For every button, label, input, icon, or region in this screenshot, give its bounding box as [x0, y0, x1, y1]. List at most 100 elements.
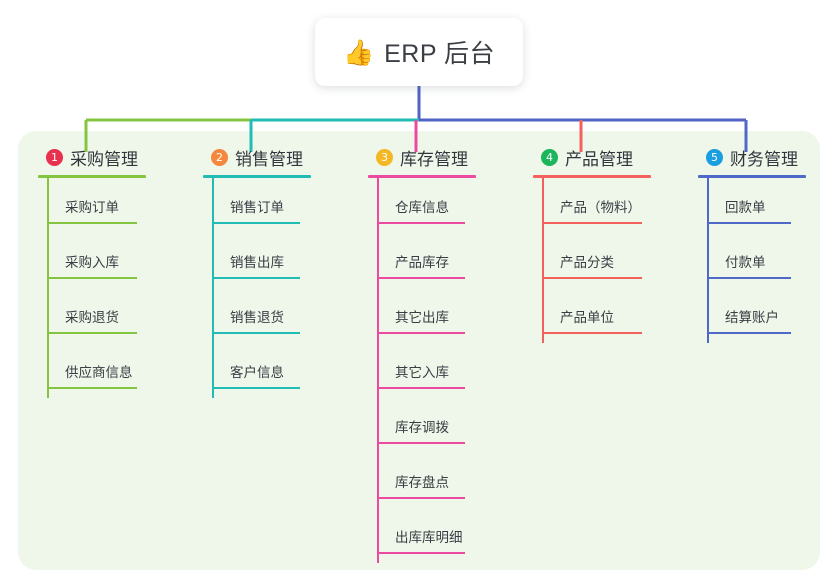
branch-item-label: 仓库信息 — [395, 200, 449, 215]
branch-item[interactable]: 销售退货 — [212, 288, 315, 343]
branch-header-2[interactable]: 2 销售管理 — [203, 144, 315, 170]
branch-item-label: 产品库存 — [395, 255, 449, 270]
branch-spine-line — [47, 178, 49, 398]
branch-item[interactable]: 其它出库 — [377, 288, 480, 343]
branch-item-underline — [379, 332, 465, 334]
branch-item[interactable]: 仓库信息 — [377, 178, 480, 233]
branch-header-5[interactable]: 5 财务管理 — [698, 144, 808, 170]
branch-item-label: 销售订单 — [230, 200, 284, 215]
branch-spine-line — [377, 178, 379, 563]
branch-item-label: 供应商信息 — [65, 365, 133, 380]
branch-item-underline — [214, 222, 300, 224]
branch-item-list: 仓库信息产品库存其它出库其它入库库存调拨库存盘点出库库明细 — [368, 178, 480, 563]
branch-number-badge: 2 — [211, 148, 228, 166]
branch-item-underline — [49, 332, 137, 334]
branch-item-label: 产品单位 — [560, 310, 614, 325]
branch-spine-line — [212, 178, 214, 398]
branch-item-underline — [379, 442, 465, 444]
branch-underline — [533, 175, 651, 178]
root-node[interactable]: 👍 ERP 后台 — [315, 18, 523, 86]
branch-number-badge: 4 — [541, 148, 558, 166]
branch-item[interactable]: 采购订单 — [47, 178, 150, 233]
branch-item-underline — [49, 222, 137, 224]
branch-item-label: 库存调拨 — [395, 420, 449, 435]
branch-header-3[interactable]: 3 库存管理 — [368, 144, 480, 170]
branch-title: 财务管理 — [730, 149, 798, 169]
branch-column-5: 5 财务管理回款单付款单结算账户 — [698, 144, 808, 343]
branch-item-label: 产品分类 — [560, 255, 614, 270]
branch-title: 销售管理 — [235, 149, 303, 169]
branch-header-4[interactable]: 4 产品管理 — [533, 144, 653, 170]
branch-item[interactable]: 库存盘点 — [377, 453, 480, 508]
branch-item-label: 付款单 — [725, 255, 766, 270]
branch-item-label: 回款单 — [725, 200, 766, 215]
branch-item-label: 库存盘点 — [395, 475, 449, 490]
branch-item-label: 采购订单 — [65, 200, 119, 215]
branch-item-label: 客户信息 — [230, 365, 284, 380]
branch-underline — [368, 175, 476, 178]
branch-number-badge: 5 — [706, 148, 723, 166]
thumbs-up-icon: 👍 — [342, 38, 375, 67]
diagram-background-panel — [18, 131, 820, 570]
branch-item[interactable]: 结算账户 — [707, 288, 808, 343]
branch-item[interactable]: 回款单 — [707, 178, 808, 233]
branch-item-underline — [544, 222, 642, 224]
branch-title: 库存管理 — [400, 149, 468, 169]
branch-item-label: 销售退货 — [230, 310, 284, 325]
branch-item[interactable]: 销售出库 — [212, 233, 315, 288]
branch-item[interactable]: 库存调拨 — [377, 398, 480, 453]
branch-item-underline — [49, 277, 137, 279]
branch-item-underline — [214, 277, 300, 279]
branch-underline — [203, 175, 311, 178]
branch-item-list: 销售订单销售出库销售退货客户信息 — [203, 178, 315, 398]
branch-number-badge: 1 — [46, 148, 63, 166]
branch-item[interactable]: 供应商信息 — [47, 343, 150, 398]
branch-item-label: 其它出库 — [395, 310, 449, 325]
branch-column-4: 4 产品管理产品（物料） 产品分类产品单位 — [533, 144, 653, 343]
branch-item-underline — [214, 387, 300, 389]
branch-item[interactable]: 其它入库 — [377, 343, 480, 398]
branch-item-underline — [49, 387, 137, 389]
branch-item-underline — [379, 277, 465, 279]
branch-item-underline — [709, 277, 791, 279]
branch-item-label: 其它入库 — [395, 365, 449, 380]
branch-item-underline — [544, 332, 642, 334]
branch-item-underline — [709, 332, 791, 334]
branch-item[interactable]: 产品库存 — [377, 233, 480, 288]
branch-number-badge: 3 — [376, 148, 393, 166]
branch-item-underline — [544, 277, 642, 279]
branch-item-underline — [379, 552, 465, 554]
branch-item-label: 采购退货 — [65, 310, 119, 325]
branch-column-3: 3 库存管理仓库信息产品库存其它出库其它入库库存调拨库存盘点出库库明细 — [368, 144, 480, 563]
branch-item-underline — [379, 497, 465, 499]
branch-header-1[interactable]: 1 采购管理 — [38, 144, 150, 170]
branch-item[interactable]: 出库库明细 — [377, 508, 480, 563]
branch-item[interactable]: 采购入库 — [47, 233, 150, 288]
branch-item[interactable]: 产品单位 — [542, 288, 653, 343]
branch-item[interactable]: 产品（物料） — [542, 178, 653, 233]
branch-title: 采购管理 — [70, 149, 138, 169]
branch-item-label: 产品（物料） — [560, 200, 641, 215]
branch-item-underline — [379, 387, 465, 389]
branch-spine-line — [707, 178, 709, 343]
branch-item-label: 出库库明细 — [395, 530, 463, 545]
branch-column-1: 1 采购管理采购订单采购入库采购退货供应商信息 — [38, 144, 150, 398]
branch-item-label: 采购入库 — [65, 255, 119, 270]
branch-item[interactable]: 销售订单 — [212, 178, 315, 233]
branch-item-underline — [709, 222, 791, 224]
branch-underline — [38, 175, 146, 178]
branch-underline — [698, 175, 806, 178]
branch-item[interactable]: 付款单 — [707, 233, 808, 288]
branch-item-list: 回款单付款单结算账户 — [698, 178, 808, 343]
branch-item-underline — [379, 222, 465, 224]
root-title: ERP 后台 — [384, 40, 496, 68]
branch-item-underline — [214, 332, 300, 334]
branch-item-list: 采购订单采购入库采购退货供应商信息 — [38, 178, 150, 398]
branch-item[interactable]: 采购退货 — [47, 288, 150, 343]
branch-item-label: 销售出库 — [230, 255, 284, 270]
branch-item[interactable]: 客户信息 — [212, 343, 315, 398]
branch-spine-line — [542, 178, 544, 343]
branch-title: 产品管理 — [565, 149, 633, 169]
branch-item[interactable]: 产品分类 — [542, 233, 653, 288]
